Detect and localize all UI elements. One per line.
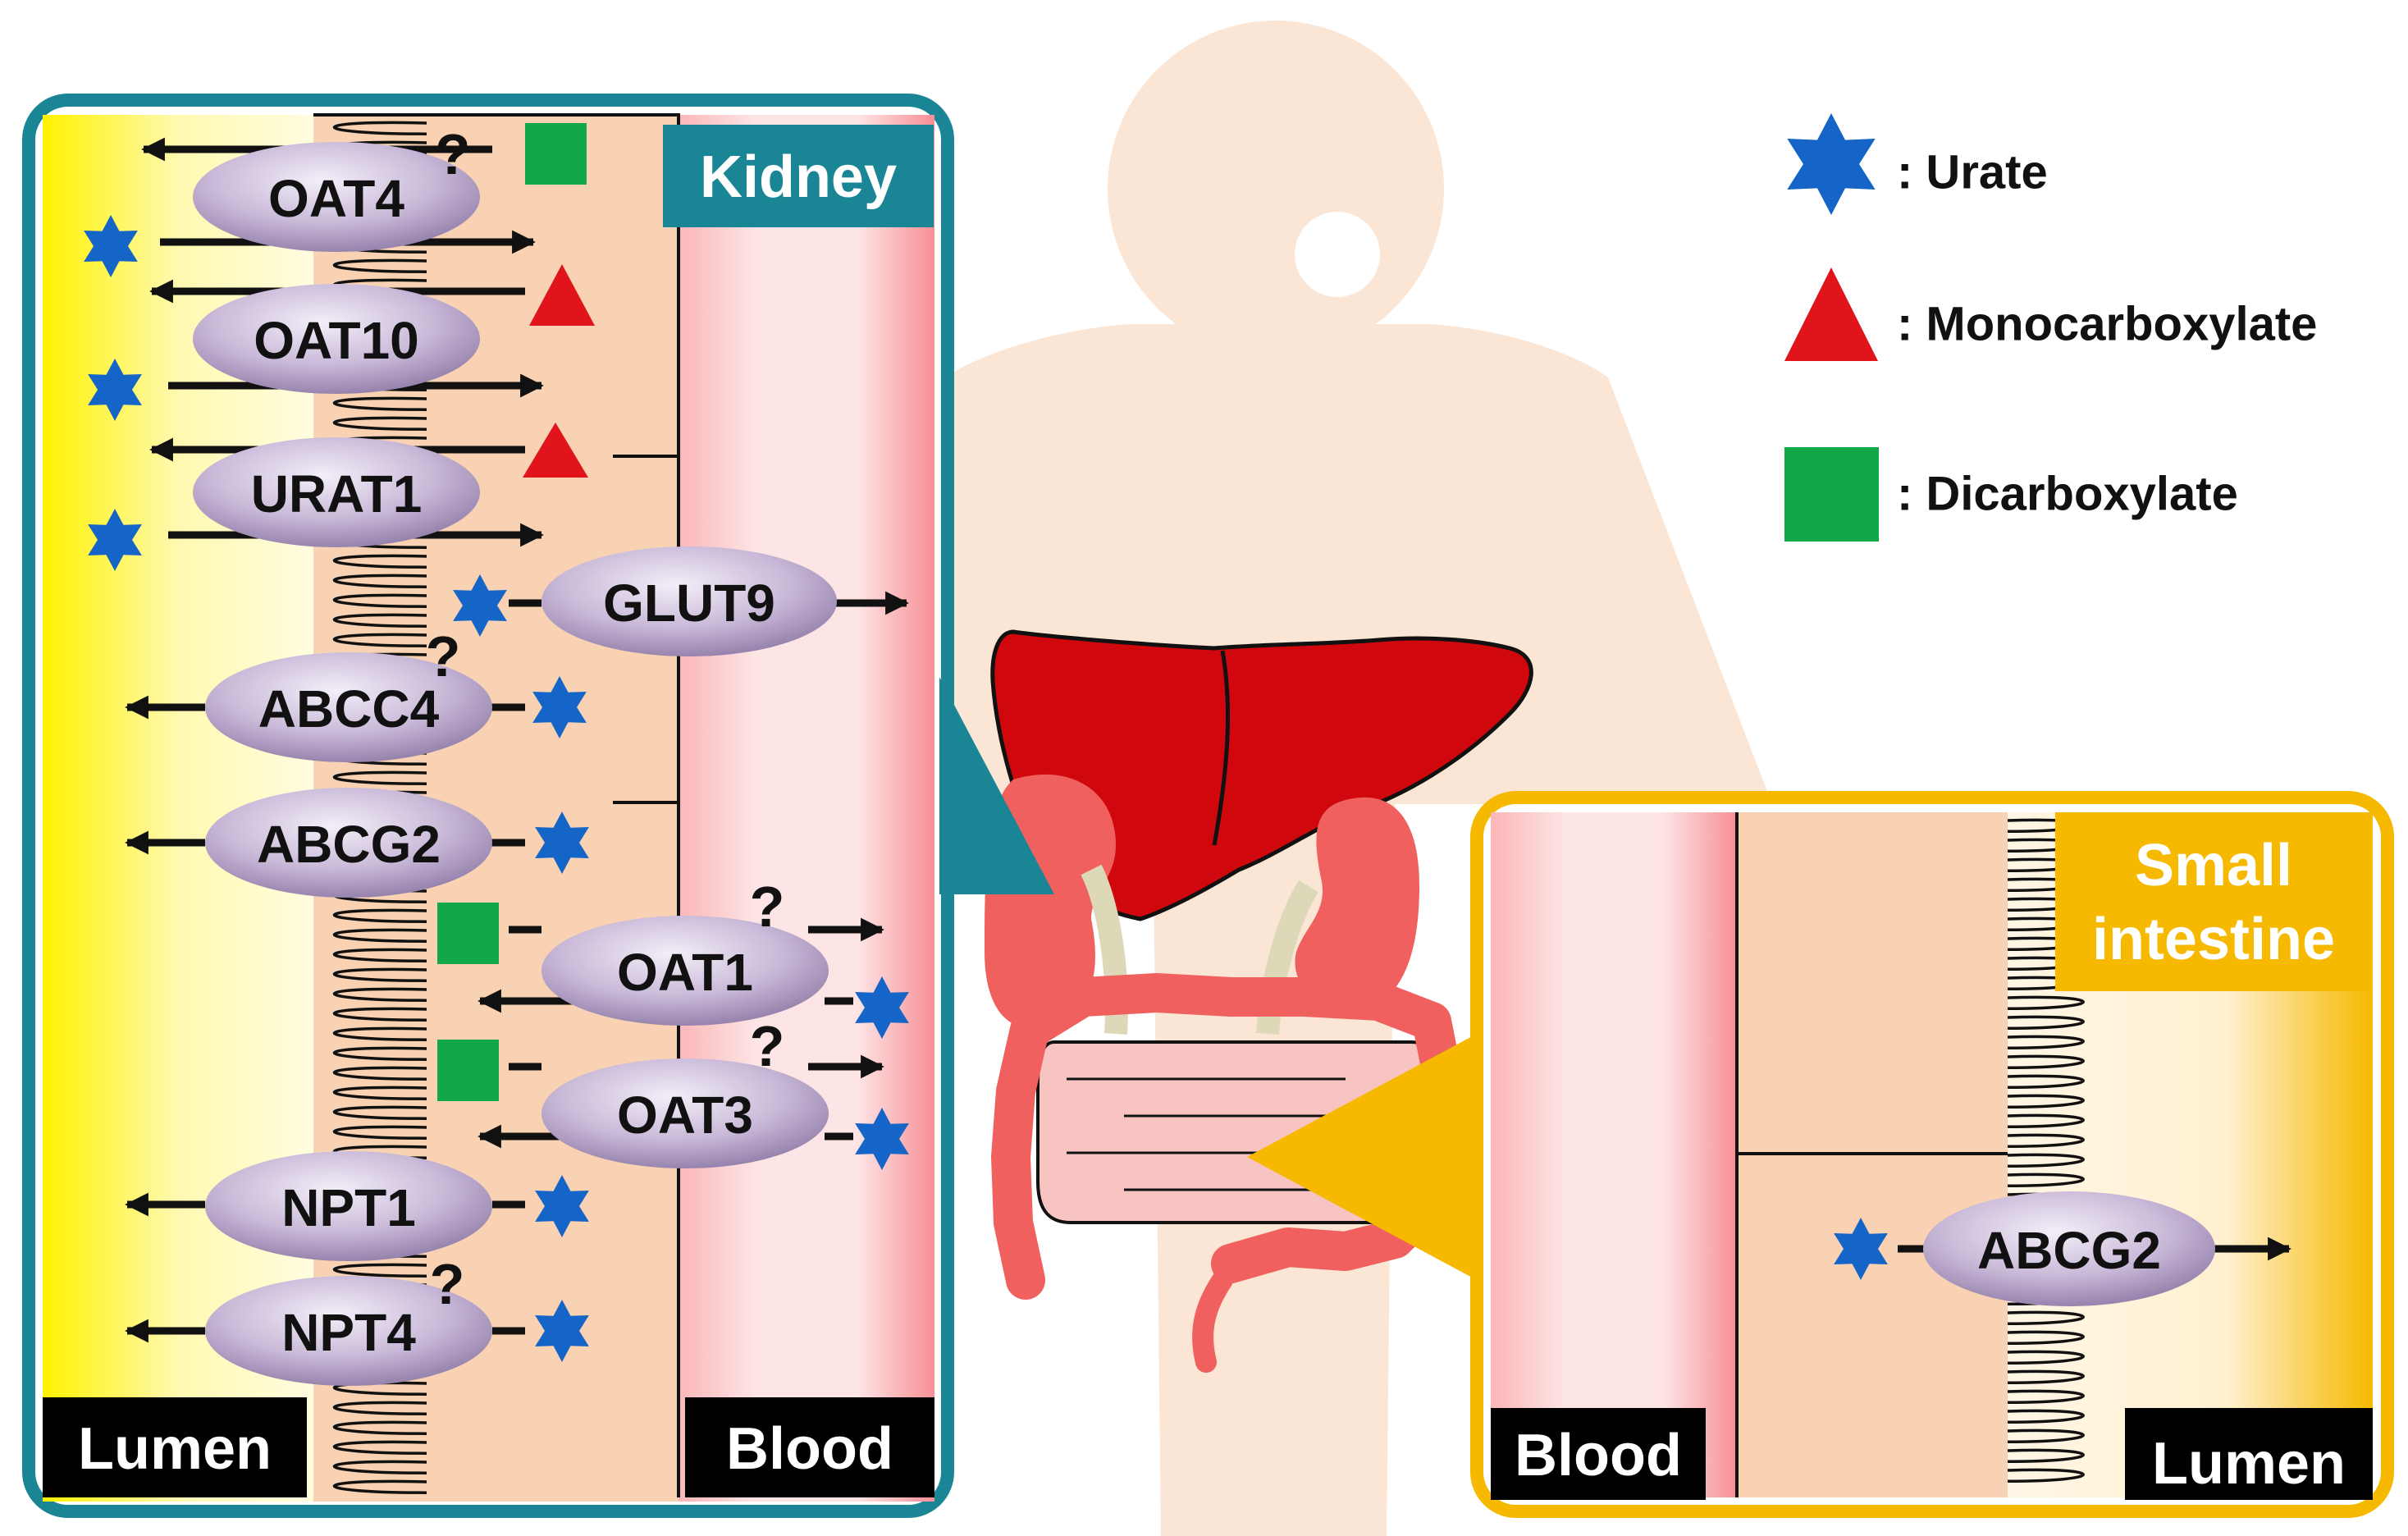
glut9-label: GLUT9: [603, 574, 775, 633]
dicarboxylate-square: [525, 123, 587, 185]
monocarboxylate-triangle: [523, 423, 588, 478]
npt1-transporter: NPT1: [205, 1151, 492, 1261]
oat3-label: OAT3: [617, 1086, 753, 1145]
oat1-transporter: OAT1: [541, 916, 829, 1026]
kidney-transporters: OAT4 OAT10 URAT1 GLUT9 ABCC4 ABCG2 OAT1: [193, 142, 837, 1386]
large-intestine: [991, 973, 1464, 1300]
intestine-lumen-label: Lumen: [2152, 1431, 2346, 1497]
glut9-transporter: GLUT9: [541, 546, 837, 656]
abcc4-transporter: ABCC4: [205, 652, 492, 762]
legend-dicarboxylate-square: [1784, 447, 1879, 542]
urate-star: [535, 1300, 589, 1362]
abcc4-question-mark: ?: [426, 624, 461, 688]
oat1-question-mark: ?: [750, 875, 785, 939]
question-marks: ? ? ? ? ?: [426, 122, 785, 1316]
intestine-callout-pointer: [1247, 1034, 1477, 1280]
oat4-question-mark: ?: [436, 122, 471, 186]
urate-star: [88, 509, 142, 571]
urate-star: [84, 215, 138, 277]
dicarboxylate-square: [437, 1040, 499, 1101]
legend-urate-star-shape: [1787, 113, 1876, 215]
abcg2-label: ABCG2: [257, 815, 441, 874]
kidney-dash-links: [488, 599, 853, 1335]
intestine-title-line1: Small: [2135, 833, 2292, 898]
kidney-panel: [22, 94, 954, 1518]
kidney-lumen-tag: Lumen: [43, 1397, 307, 1497]
oat10-label: OAT10: [254, 311, 419, 370]
intestine-title-line2: intestine: [2092, 907, 2335, 972]
kidney-lumen-label: Lumen: [78, 1416, 272, 1482]
legend: : Urate : Monocarboxylate : Dicarboxylat…: [1784, 113, 2317, 542]
abcg2-transporter: ABCG2: [205, 788, 492, 898]
legend-monocarboxylate-triangle: [1784, 267, 1878, 361]
dicarboxylate-squares: [437, 123, 587, 1101]
monocarboxylate-triangle: [529, 264, 595, 326]
npt4-transporter: NPT4: [205, 1276, 492, 1386]
oat4-transporter: OAT4: [193, 142, 480, 252]
intestine-blood-tag: Blood: [1491, 1408, 1706, 1500]
intestine-lumen-tag: Lumen: [2125, 1408, 2373, 1500]
abcc4-label: ABCC4: [258, 679, 440, 738]
oat4-label: OAT4: [268, 169, 404, 228]
oat1-label: OAT1: [617, 943, 753, 1002]
right-kidney: [1295, 797, 1419, 1011]
intestine-blood-label: Blood: [1515, 1423, 1682, 1488]
urate-star: [453, 574, 507, 637]
urate-star: [535, 811, 589, 874]
urate-stars: [84, 215, 1888, 1362]
intestine-title-tag: Small intestine: [2055, 812, 2373, 991]
legend-dicarboxylate-label: : Dicarboxylate: [1897, 468, 2238, 521]
kidney-blood-label: Blood: [726, 1416, 893, 1482]
npt4-label: NPT4: [281, 1303, 416, 1362]
intestine-abcg2-transporter: ABCG2: [1898, 1191, 2291, 1306]
kidney-title-tag: Kidney: [663, 125, 934, 227]
urate-star: [88, 359, 142, 421]
intestine-abcg2-label: ABCG2: [1977, 1221, 2161, 1280]
legend-monocarboxylate-label: : Monocarboxylate: [1897, 298, 2317, 351]
urat1-transporter: URAT1: [193, 437, 480, 547]
npt1-label: NPT1: [281, 1178, 416, 1237]
kidney-callout-pointer: [939, 677, 1054, 894]
urate-star: [532, 676, 587, 738]
urate-star: [1834, 1218, 1888, 1280]
legend-urate-label: : Urate: [1897, 146, 2048, 199]
urate-star: [535, 1175, 589, 1237]
rectum: [1192, 1269, 1233, 1373]
urate-star: [855, 976, 909, 1039]
kidney-blood-region: [679, 115, 934, 1502]
oat3-question-mark: ?: [750, 1014, 785, 1078]
oat3-transporter: OAT3: [541, 1058, 829, 1168]
oat10-transporter: OAT10: [193, 284, 480, 394]
urate-star: [855, 1108, 909, 1170]
npt4-question-mark: ?: [430, 1252, 465, 1316]
kidney-blood-tag: Blood: [685, 1397, 934, 1497]
dicarboxylate-square: [437, 903, 499, 964]
monocarboxylate-triangles: [523, 264, 595, 478]
legend-urate-star: [1787, 113, 1876, 215]
kidney-title: Kidney: [700, 144, 897, 210]
urat1-label: URAT1: [251, 464, 423, 523]
intestine-blood-region: [1491, 812, 1737, 1497]
